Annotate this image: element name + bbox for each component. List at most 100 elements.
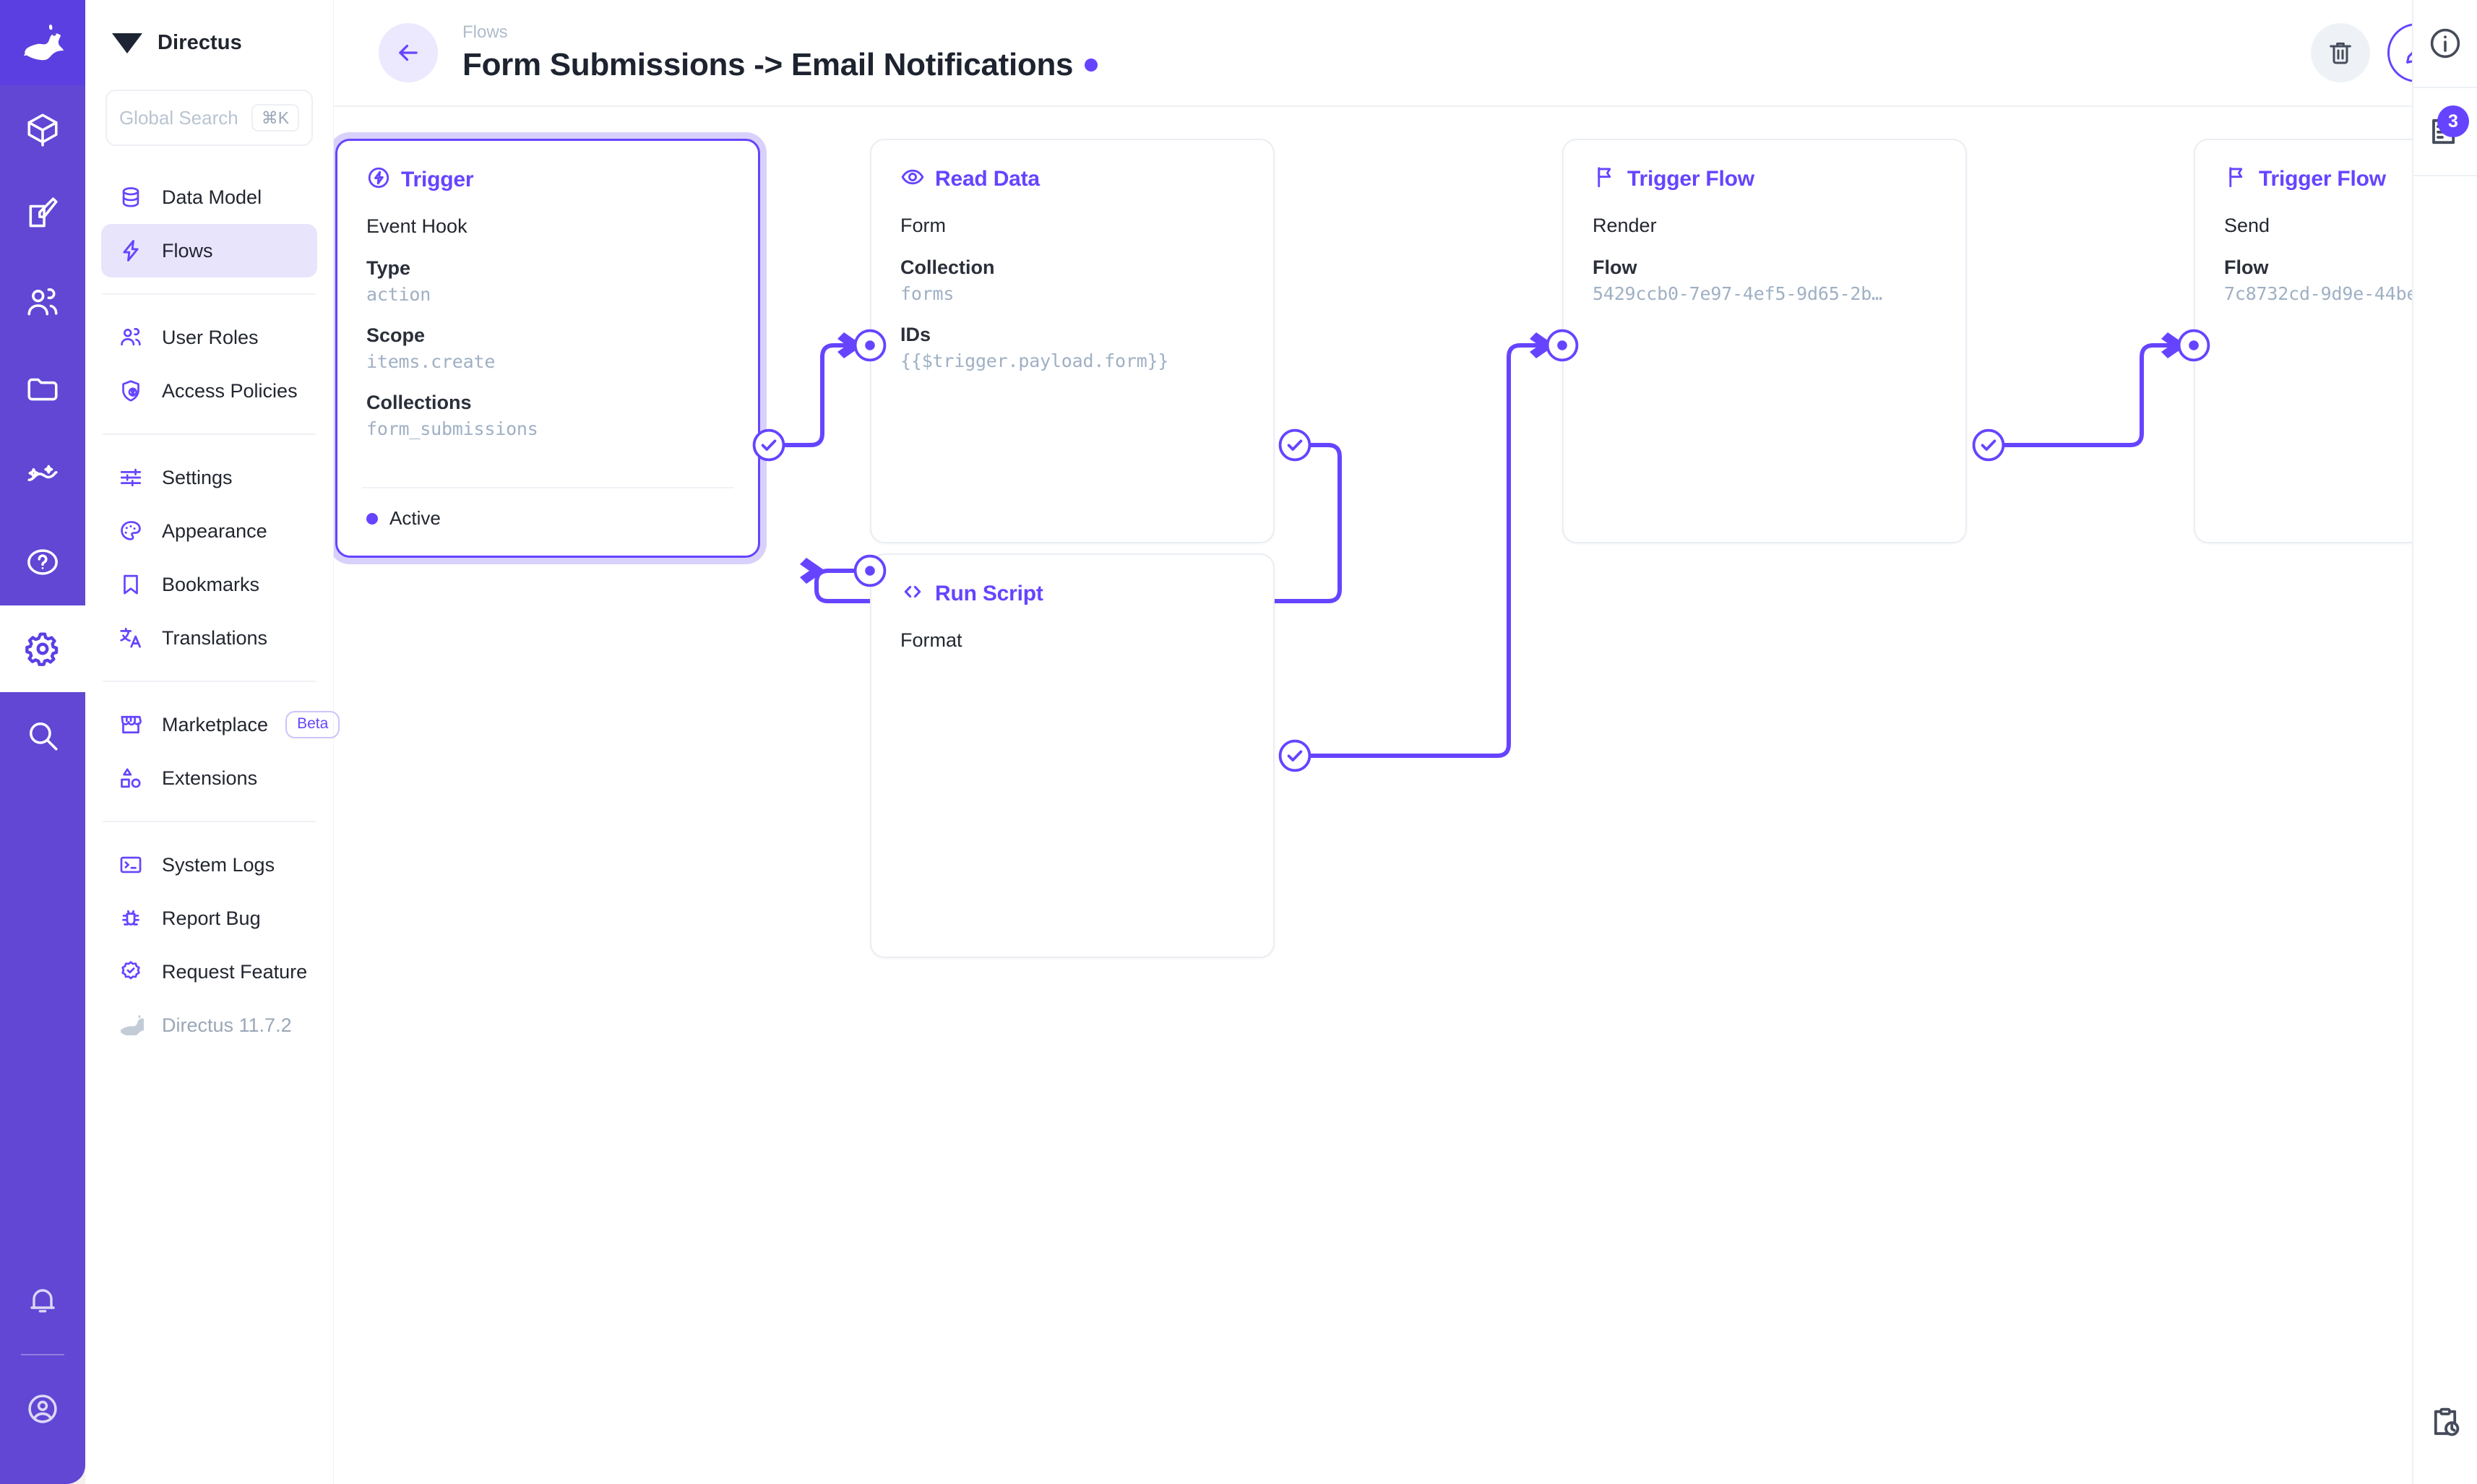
port-resolve-run-script[interactable] — [1278, 738, 1312, 777]
sidebar-item-bookmarks[interactable]: Bookmarks — [101, 558, 317, 611]
node-title: Run Script — [935, 581, 1043, 605]
active-status-dot — [366, 512, 378, 525]
right-sidebar-rail: 3 — [2412, 0, 2477, 1484]
sliders-icon — [117, 464, 145, 491]
node-subtitle: Send — [2224, 215, 2270, 236]
port-resolve-trigger-flow-render[interactable] — [1971, 428, 2006, 466]
translate-icon — [117, 624, 145, 652]
flow-node-read-data[interactable]: Read Data Form Collection forms IDs {{$t… — [870, 139, 1275, 543]
delete-flow-button[interactable] — [2311, 23, 2370, 82]
trigger-bolt-icon — [366, 165, 391, 194]
node-header: Trigger Flow — [1564, 140, 1965, 193]
database-icon — [117, 184, 145, 211]
field-label: Flow — [1593, 256, 1637, 278]
field-value: 5429ccb0-7e97-4ef5-9d65-2b… — [1593, 283, 1882, 304]
sidebar-item-label: Settings — [162, 466, 233, 488]
breadcrumb[interactable]: Flows — [462, 22, 508, 43]
bell-icon — [30, 1289, 55, 1313]
edge-run-script-to-trigger-flow-render — [1293, 343, 1548, 758]
flag-icon — [1593, 165, 1617, 193]
account-button[interactable] — [0, 1366, 85, 1452]
clipboard-clock-icon — [2434, 1407, 2460, 1436]
sidebar-divider — [103, 821, 316, 822]
sidebar-item-access-policies[interactable]: Access Policies — [101, 364, 317, 418]
dot-circle-icon — [1546, 329, 1579, 362]
flow-canvas[interactable]: Trigger Event Hook Type action Scope ite… — [334, 107, 2477, 1484]
module-rail-item-docs[interactable] — [0, 519, 85, 605]
sidebar-item-translations[interactable]: Translations — [101, 611, 317, 665]
module-rail-item-editor[interactable] — [0, 172, 85, 259]
node-header: Trigger — [337, 141, 758, 194]
port-input-trigger-flow-render[interactable] — [1545, 328, 1580, 366]
sidebar-item-user-roles[interactable]: User Roles — [101, 311, 317, 364]
sidebar-item-request-feature[interactable]: Request Feature — [101, 945, 317, 998]
info-sidebar-button[interactable] — [2413, 0, 2477, 88]
flow-node-run-script[interactable]: Run Script Format — [870, 553, 1275, 958]
port-input-read-data[interactable] — [853, 328, 887, 366]
sidebar-item-data-model[interactable]: Data Model — [101, 171, 317, 224]
port-resolve-read-data[interactable] — [1278, 428, 1312, 466]
field-value: {{$trigger.payload.form}} — [900, 350, 1169, 371]
project-brand[interactable]: Directus — [85, 0, 333, 85]
activity-log-button[interactable]: 3 — [2413, 88, 2477, 176]
field-value: form_submissions — [366, 418, 538, 439]
sidebar-item-label: Request Feature — [162, 960, 308, 983]
sidebar-item-label: Marketplace — [162, 713, 269, 735]
activity-log-badge: 3 — [2437, 105, 2469, 137]
rabbit-glyph-icon — [121, 1015, 144, 1035]
module-rail-item-search[interactable] — [0, 692, 85, 779]
sidebar-item-settings[interactable]: Settings — [101, 451, 317, 504]
flow-runs-button[interactable] — [2413, 1361, 2477, 1484]
module-rail-item-content[interactable] — [0, 85, 85, 172]
sidebar-item-flows[interactable]: Flows — [101, 224, 317, 277]
shield-user-icon — [117, 377, 145, 405]
page-header: Flows Form Submissions -> Email Notifica… — [334, 0, 2477, 107]
sidebar-item-extensions[interactable]: Extensions — [101, 751, 317, 805]
sidebar-item-system-logs[interactable]: System Logs — [101, 838, 317, 892]
node-header: Trigger Flow — [2195, 140, 2477, 193]
sidebar-item-marketplace[interactable]: Marketplace Beta — [101, 698, 340, 751]
module-rail-item-users[interactable] — [0, 259, 85, 345]
info-circle-icon — [2430, 28, 2460, 59]
users-icon — [27, 288, 58, 316]
sidebar-item-appearance[interactable]: Appearance — [101, 504, 317, 558]
search-input[interactable]: Global Search ⌘K — [105, 90, 313, 146]
module-rail-item-files[interactable] — [0, 345, 85, 432]
node-subtitle: Render — [1593, 215, 1657, 236]
field-label: Scope — [366, 324, 426, 346]
sidebar-item-label: Appearance — [162, 519, 267, 542]
notifications-button[interactable] — [0, 1257, 85, 1344]
field-value: action — [366, 284, 431, 305]
sidebar-divider — [103, 293, 316, 295]
back-button[interactable] — [379, 23, 438, 82]
palette-icon — [117, 517, 145, 545]
folder-icon — [27, 378, 58, 401]
module-rail-items — [0, 85, 85, 779]
field-label: Flow — [2224, 256, 2269, 278]
field-label: Collection — [900, 256, 995, 278]
dot-circle-icon — [2177, 329, 2210, 362]
magnifier-icon — [29, 722, 58, 751]
global-search-wrapper: Global Search ⌘K — [85, 85, 333, 146]
directus-mark-icon — [112, 33, 142, 53]
flow-node-trigger[interactable]: Trigger Event Hook Type action Scope ite… — [335, 139, 760, 558]
arrow-left-icon — [399, 44, 418, 61]
module-rail-item-settings[interactable] — [0, 605, 85, 692]
port-resolve-trigger[interactable] — [751, 428, 786, 466]
node-body: Format — [871, 608, 1273, 652]
marketplace-beta-badge: Beta — [285, 711, 340, 738]
shapes-icon — [117, 764, 145, 792]
settings-sidebar: Directus Global Search ⌘K Data Model — [85, 0, 340, 1484]
flow-node-trigger-flow-render[interactable]: Trigger Flow Render Flow 5429ccb0-7e97-4… — [1562, 139, 1967, 543]
sidebar-item-label: Directus 11.7.2 — [162, 1014, 292, 1036]
sidebar-group-4: Marketplace Beta Extensions — [85, 698, 340, 805]
port-input-trigger-flow-send[interactable] — [2176, 328, 2211, 366]
sidebar-item-label: System Logs — [162, 853, 275, 876]
rabbit-icon — [117, 1011, 145, 1039]
directus-logo-button[interactable] — [0, 0, 85, 85]
node-subtitle: Event Hook — [366, 215, 468, 237]
module-rail-item-insights[interactable] — [0, 432, 85, 519]
port-input-run-script[interactable] — [853, 553, 887, 592]
sidebar-item-report-bug[interactable]: Report Bug — [101, 892, 317, 945]
